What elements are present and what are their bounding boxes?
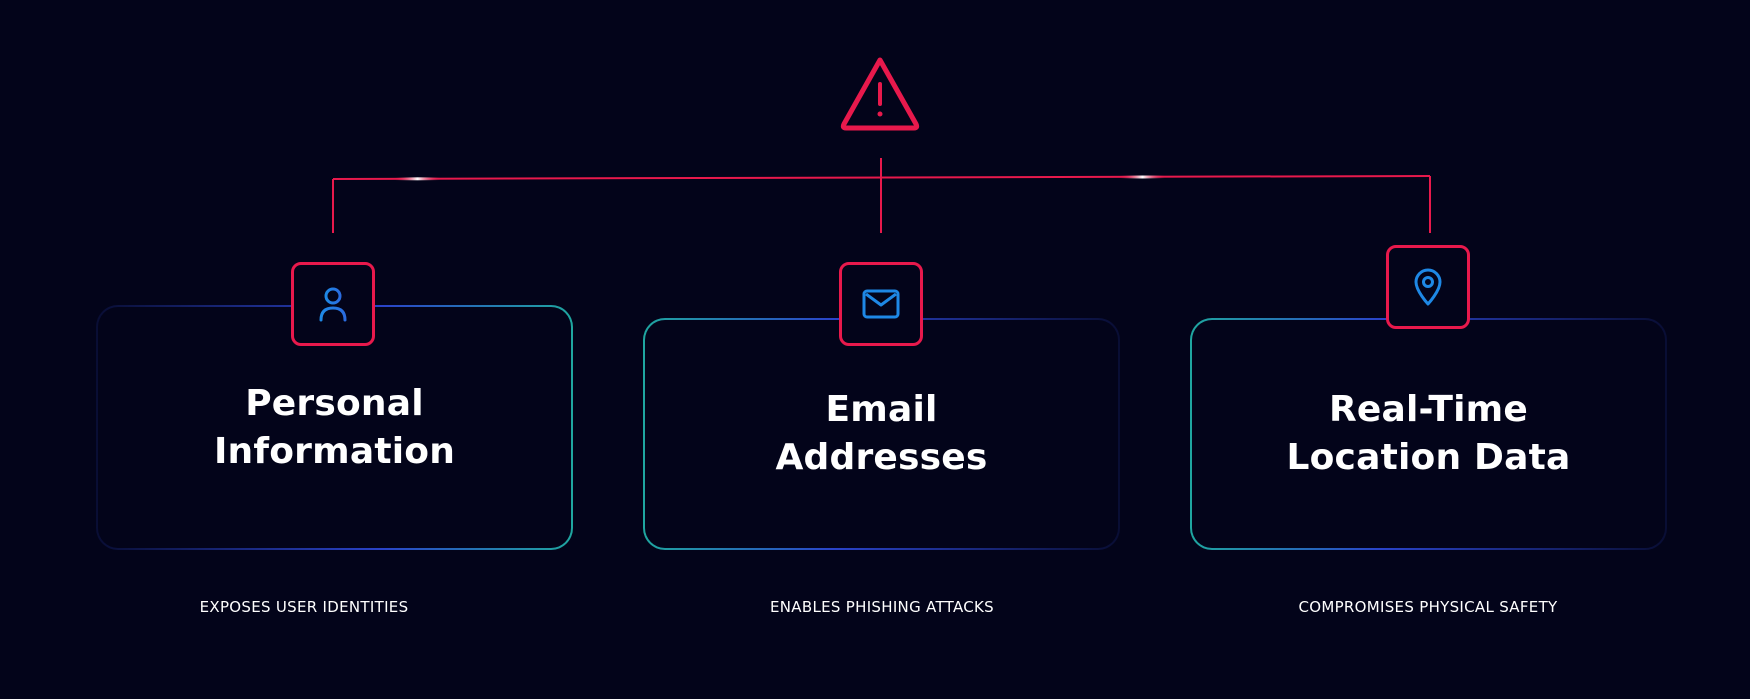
icon-box-location xyxy=(1386,245,1470,329)
card-title: Personal Information xyxy=(213,382,456,472)
user-icon xyxy=(319,287,347,322)
card-title: Email Addresses xyxy=(775,389,988,478)
warning-triangle-icon xyxy=(840,57,920,131)
icon-box-user xyxy=(291,262,375,346)
caption-email-addresses: ENABLES PHISHING ATTACKS xyxy=(770,598,994,616)
caption-personal-information: EXPOSES USER IDENTITIES xyxy=(199,598,409,616)
mail-icon xyxy=(862,289,900,319)
card-personal-information: Personal Information xyxy=(96,305,573,550)
location-pin-icon xyxy=(1414,268,1442,306)
icon-box-mail xyxy=(839,262,923,346)
card-real-time-location-data: Real-Time Location Data xyxy=(1190,318,1667,550)
caption-real-time-location-data: COMPROMISES PHYSICAL SAFETY xyxy=(1298,598,1558,616)
card-email-addresses: Email Addresses xyxy=(643,318,1120,550)
card-title: Real-Time Location Data xyxy=(1286,389,1571,478)
